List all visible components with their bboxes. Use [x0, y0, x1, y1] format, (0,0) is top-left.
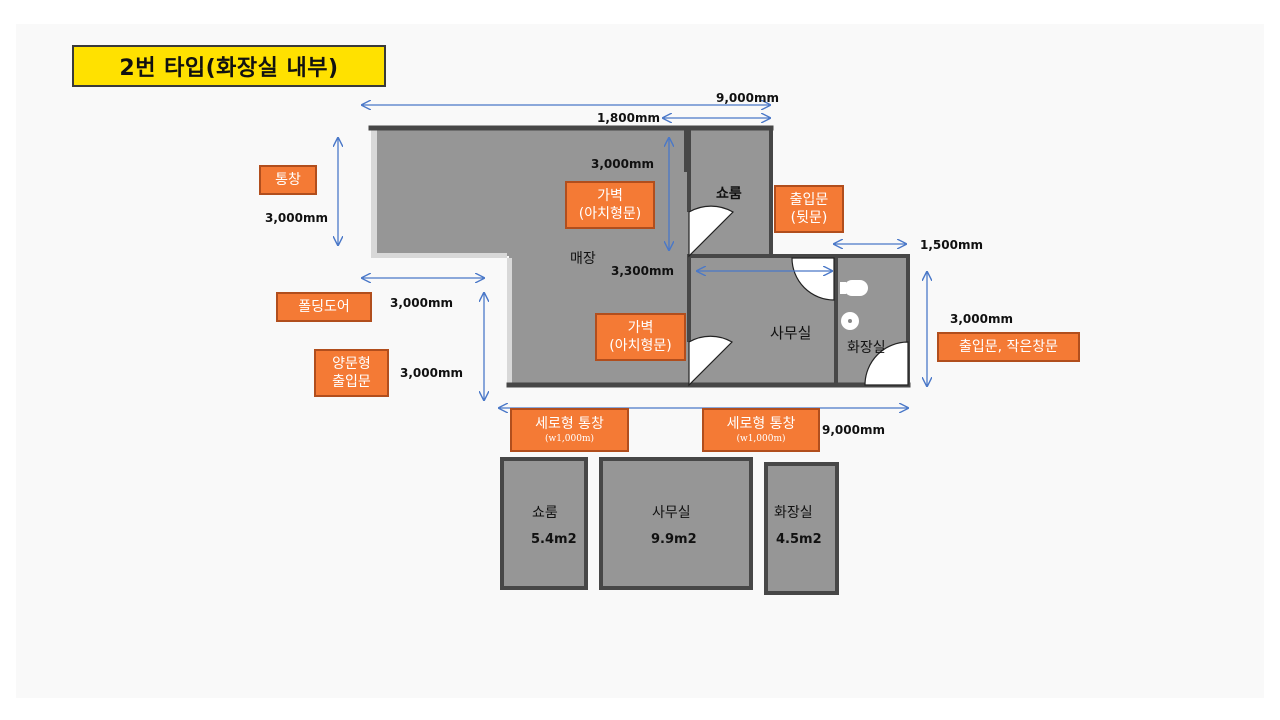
dim-toilet-width: 1,500mm	[920, 238, 983, 252]
dim-door-height: 3,000mm	[400, 366, 463, 380]
label-partition-top: 가벽 (아치형문)	[565, 181, 655, 229]
area-box-name-toilet: 화장실	[774, 505, 813, 521]
label-toilet-door: 출입문, 작은창문	[937, 332, 1080, 362]
label-folding-door: 폴딩도어	[276, 292, 372, 322]
dim-top-total: 9,000mm	[716, 91, 779, 105]
label-back-door: 출입문 (뒷문)	[774, 185, 844, 233]
dim-office-width: 3,300mm	[611, 264, 674, 278]
toilet-fixtures	[840, 280, 868, 330]
area-box-value-toilet: 4.5m2	[776, 532, 822, 547]
dim-folding-width: 3,000mm	[390, 296, 453, 310]
dim-partition-height: 3,000mm	[591, 157, 654, 171]
walls	[368, 125, 911, 388]
dim-left-height: 3,000mm	[265, 211, 328, 225]
label-vertical-window-1: 세로형 통창 (w1,000m)	[510, 408, 629, 452]
room-store: 매장	[570, 251, 596, 267]
area-boxes	[500, 457, 839, 595]
dim-toilet-height: 3,000mm	[950, 312, 1013, 326]
label-partition-bottom: 가벽 (아치형문)	[595, 313, 686, 361]
dim-top-inner: 1,800mm	[597, 111, 660, 125]
room-office: 사무실	[770, 324, 812, 342]
area-box-name-showroom: 쇼룸	[532, 505, 558, 521]
label-double-door: 양문형 출입문	[314, 349, 389, 397]
room-toilet: 화장실	[847, 340, 886, 356]
label-vertical-window-2: 세로형 통창 (w1,000m)	[702, 408, 820, 452]
area-box-value-office: 9.9m2	[651, 532, 697, 547]
area-box-value-showroom: 5.4m2	[531, 532, 577, 547]
area-box-name-office: 사무실	[652, 505, 691, 521]
label-window: 통창	[259, 165, 317, 195]
room-showroom: 쇼룸	[716, 186, 742, 202]
page-title: 2번 타입(화장실 내부)	[72, 45, 386, 87]
dim-bottom-total: 9,000mm	[822, 423, 885, 437]
window-panels	[371, 130, 512, 385]
